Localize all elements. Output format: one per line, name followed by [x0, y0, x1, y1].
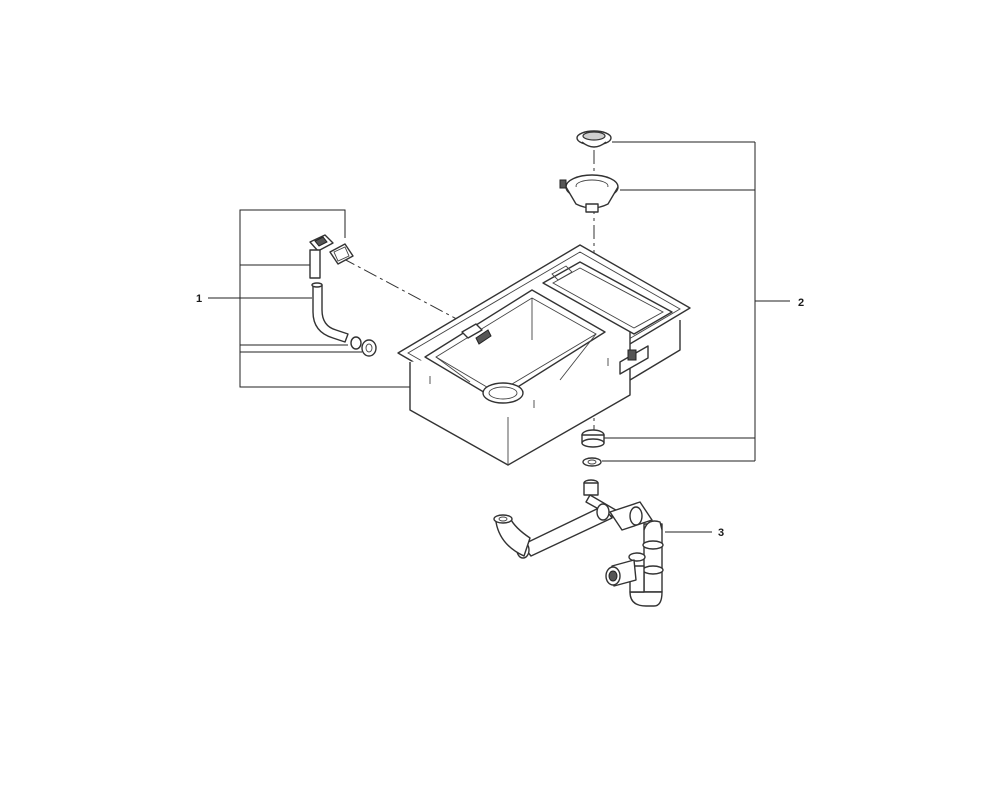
callout-2-label: 2	[798, 297, 804, 309]
drain-assembly	[559, 130, 619, 467]
overflow-centre-line	[341, 257, 469, 326]
callout-1-label: 1	[196, 293, 202, 305]
callout-1-leader-group: 1	[196, 209, 450, 388]
sink-body	[397, 244, 691, 466]
waste-trap-assembly	[493, 479, 664, 607]
callout-3-label: 3	[718, 527, 724, 539]
callout-2-leader-group: 2	[602, 141, 804, 462]
overflow-assembly	[309, 234, 377, 357]
callout-3-leader-group: 3	[665, 527, 724, 539]
